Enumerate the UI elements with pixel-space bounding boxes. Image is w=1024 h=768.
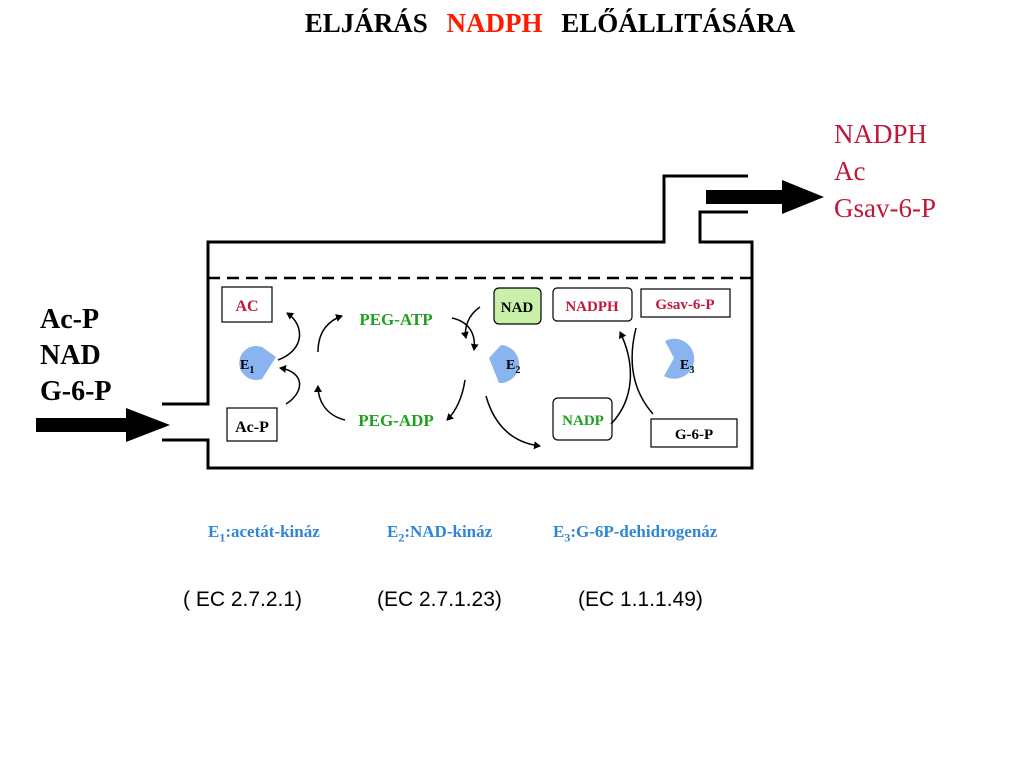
inlet-arrow bbox=[36, 408, 170, 442]
output-ac: Ac bbox=[834, 156, 866, 186]
input-nad: NAD bbox=[40, 340, 101, 371]
nadph-box-label: NADPH bbox=[565, 299, 619, 315]
legend-e1-letter: E bbox=[208, 522, 220, 541]
e3-letter: E bbox=[680, 358, 689, 373]
nadph-box bbox=[552, 287, 633, 322]
legend-e3-text: :G-6P-dehidrogenáz bbox=[570, 522, 718, 541]
input-g6p: G-6-P bbox=[40, 376, 112, 407]
e3-sub: 3 bbox=[689, 365, 694, 376]
ec-number-e2: (EC 2.7.1.23) bbox=[377, 588, 502, 611]
svg-text:E1: E1 bbox=[240, 358, 254, 376]
legend-e2-sub: 2 bbox=[398, 530, 405, 545]
reactor-vessel bbox=[162, 174, 754, 470]
title-part-nadph: NADPH bbox=[446, 8, 543, 38]
ac-box-label: AC bbox=[235, 298, 258, 315]
gsav-box-label: Gsav-6-P bbox=[655, 297, 714, 313]
enzyme-e3: E3 bbox=[664, 338, 694, 379]
g6p-box-label: G-6-P bbox=[675, 427, 713, 443]
nadp-box-label: NADP bbox=[562, 413, 604, 429]
svg-text:E2: E2 bbox=[506, 358, 520, 376]
ec-number-e3: (EC 1.1.1.49) bbox=[578, 588, 703, 611]
enzyme-e1: E1 bbox=[239, 345, 276, 380]
e1-letter: E bbox=[240, 358, 249, 373]
output-nadph: NADPH bbox=[834, 119, 928, 149]
legend-e1-sub: 1 bbox=[219, 530, 226, 545]
legend-e2-letter: E bbox=[387, 522, 399, 541]
acp-box bbox=[226, 407, 278, 442]
title-part-1: ELJÁRÁS bbox=[304, 8, 428, 38]
title-part-3: ELŐÁLLITÁSÁRA bbox=[561, 8, 796, 38]
gsav-box bbox=[640, 288, 731, 318]
acp-box-label: Ac-P bbox=[235, 419, 269, 436]
e2-sub: 2 bbox=[515, 365, 520, 376]
ac-box bbox=[221, 286, 273, 323]
reaction-arrows bbox=[277, 306, 654, 450]
legend-e2-text: :NAD-kináz bbox=[404, 522, 493, 541]
legend-e3-letter: E bbox=[553, 522, 565, 541]
output-gsav: Gsav-6-P bbox=[834, 193, 936, 223]
nad-box-label: NAD bbox=[501, 300, 534, 316]
outlet-arrow bbox=[706, 180, 824, 214]
legend-e1: E1:acetát-kináz bbox=[208, 522, 320, 545]
peg-adp-label: PEG-ADP bbox=[358, 411, 434, 430]
nad-box bbox=[493, 287, 542, 325]
legend-e2: E2:NAD-kináz bbox=[387, 522, 492, 545]
input-acp: Ac-P bbox=[40, 304, 100, 335]
legend-e3-sub: 3 bbox=[564, 530, 571, 545]
g6p-box bbox=[650, 418, 738, 448]
input-list: Ac-P NAD G-6-P bbox=[40, 302, 112, 410]
nadp-box bbox=[552, 397, 613, 441]
enzyme-e2: E2 bbox=[489, 345, 520, 384]
svg-text:E3: E3 bbox=[680, 358, 694, 376]
e2-letter: E bbox=[506, 358, 515, 373]
output-list: NADPH Ac Gsav-6-P bbox=[834, 116, 936, 227]
legend-e3: E3:G-6P-dehidrogenáz bbox=[553, 522, 717, 545]
peg-atp-label: PEG-ATP bbox=[359, 310, 432, 329]
ec-number-e1: ( EC 2.7.2.1) bbox=[183, 588, 303, 611]
legend-e1-text: :acetát-kináz bbox=[225, 522, 320, 541]
e1-sub: 1 bbox=[249, 365, 254, 376]
page-title: ELJÁRÁS NADPH ELŐÁLLITÁSÁRA bbox=[0, 8, 1024, 39]
